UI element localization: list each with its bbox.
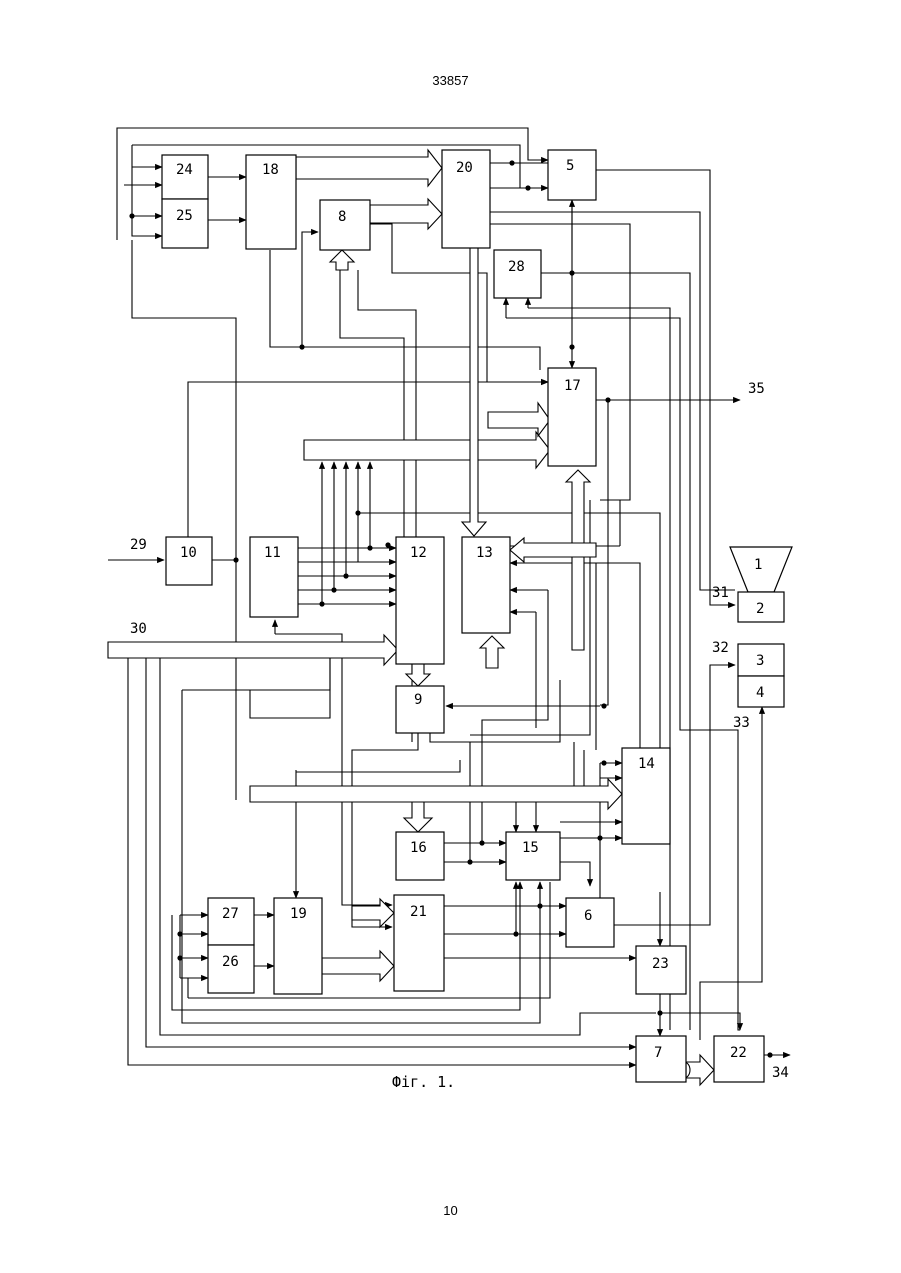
label-6: 6 — [584, 908, 592, 924]
label-9: 9 — [414, 692, 422, 708]
label-1: 1 — [754, 557, 762, 573]
label-28: 28 — [508, 259, 525, 275]
terminal-34: 34 — [772, 1065, 789, 1081]
terminal-33: 33 — [733, 715, 750, 731]
label-23: 23 — [652, 956, 669, 972]
figure-caption: Фіг. 1. — [392, 1073, 455, 1091]
label-25: 25 — [176, 208, 193, 224]
block-8 — [320, 200, 370, 250]
label-8: 8 — [338, 209, 346, 225]
label-3: 3 — [756, 653, 764, 669]
label-24: 24 — [176, 162, 193, 178]
label-14: 14 — [638, 756, 655, 772]
label-20: 20 — [456, 160, 473, 176]
label-4: 4 — [756, 685, 764, 701]
label-7: 7 — [654, 1045, 662, 1061]
label-21: 21 — [410, 904, 427, 920]
label-17: 17 — [564, 378, 581, 394]
label-15: 15 — [522, 840, 539, 856]
label-19: 19 — [290, 906, 307, 922]
label-13: 13 — [476, 545, 493, 561]
terminal-29: 29 — [130, 537, 147, 553]
label-2: 2 — [756, 601, 764, 617]
terminal-31: 31 — [712, 585, 729, 601]
label-16: 16 — [410, 840, 427, 856]
label-11: 11 — [264, 545, 281, 561]
label-5: 5 — [566, 158, 574, 174]
terminal-35: 35 — [748, 381, 765, 397]
label-10: 10 — [180, 545, 197, 561]
label-22: 22 — [730, 1045, 747, 1061]
label-26: 26 — [222, 954, 239, 970]
page-number: 10 — [0, 1203, 901, 1218]
label-12: 12 — [410, 545, 427, 561]
label-27: 27 — [222, 906, 239, 922]
label-18: 18 — [262, 162, 279, 178]
terminal-30: 30 — [130, 621, 147, 637]
terminal-32: 32 — [712, 640, 729, 656]
